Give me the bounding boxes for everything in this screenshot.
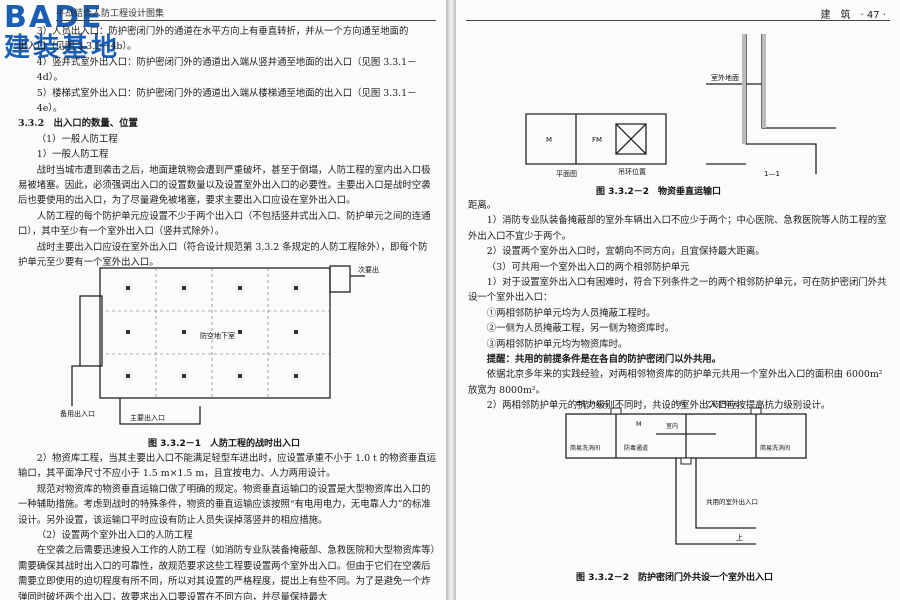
label-m-door: M (636, 420, 642, 428)
left-running-head: 平战结合人防工程设计图集 (56, 9, 165, 19)
list-item: ②一侧为人员掩蔽工程，另一侧为物资库时。 (486, 323, 675, 335)
label-gas-passage: 防毒通道 (624, 444, 648, 452)
label-indoor: 室内 (666, 422, 678, 430)
label-door-m: M (546, 136, 552, 144)
floor-plan-figure: 次要出入口 防空地下室 备用出入口 主要出入口 (60, 265, 380, 425)
label-door-fm: FM (592, 136, 602, 144)
figure-caption-2: 图 3.3.2－2 物资垂直运输口 (596, 187, 722, 197)
reminder-note: 提醒：共用的前提条件是在各自的防护密闭门以外共用。 (486, 354, 722, 366)
list-item: 1）对于设置室外出入口有困难时，符合下列条件之一的两个相邻防护单元，可在防护密闭… (468, 277, 887, 304)
subsection-heading: （1）一般人防工程 (36, 133, 118, 145)
vertical-transport-figure: 室外地面 M FM 吊环位置 平面图 1—1 (525, 34, 836, 178)
shared-entrance-figure: 甲防护单元 乙防护单元 FM M 简易洗消间 防毒通道 室内 简易洗消间 共用的… (565, 399, 807, 545)
list-item: ③两相邻防护单元均为物资库时。 (486, 338, 628, 350)
paragraph: 规范对物资库的物资垂直运输口做了明确的规定。物资垂直运输口的设置是大型物资库出入… (18, 483, 431, 526)
label-unit-b: 乙防护单元 (706, 399, 739, 408)
right-header-rule (466, 20, 890, 21)
label-outdoor-ground: 室外地面 (711, 73, 739, 82)
text-line: 5）楼梯式室外出入口：防护密闭门外的通道出入端从楼梯通至地面的出入口（见图 3.… (36, 87, 417, 115)
text-line: 4）竖井式室外出入口：防护密闭门外的通道出入端从竖井通至地面的出入口（见图 3.… (36, 56, 417, 84)
left-header-rule (56, 20, 436, 21)
left-text-top: 3）人员出入口：防护密闭门外的通道在水平方向上有垂直转折，并从一个方向通至地面的… (18, 24, 436, 271)
subsection-heading: （3）可共用一个室外出入口的两个相邻防护单元 (486, 261, 690, 273)
paragraph: 2）物资库工程，当其主要出入口不能满足轻型车进出时，应设置承重不小于 1.0 t… (18, 453, 437, 480)
label-shared-entrance: 共用的室外出入口 (706, 497, 758, 506)
label-backup-entrance: 备用出入口 (60, 409, 95, 418)
logo-text-chinese: 建装基地 (4, 33, 121, 63)
label-section-view: 1—1 (764, 170, 780, 178)
subsection-heading: （2）设置两个室外出入口的人防工程 (36, 530, 193, 542)
paragraph: 在空袭之后需要迅速投入工作的人防工程（如消防专业队装备掩蔽部、急救医院和大型物资… (18, 545, 436, 600)
label-main-entrance: 主要出入口 (130, 413, 165, 422)
paragraph: 人防工程的每个防护单元应设置不少于两个出入口（不包括竖井式出入口、防护单元之间的… (18, 210, 431, 238)
list-item: 1）消防专业队装备掩蔽部的室外车辆出入口不应少于两个；中心医院、急救医院等人防工… (468, 215, 887, 242)
subsection-item: 1）一般人防工程 (36, 149, 109, 161)
bade-logo: BADE 建装基地 (4, 0, 121, 63)
figure-caption-3: 图 3.3.2－2 防护密闭门外共设一个室外出入口 (576, 573, 774, 583)
text-line: 出入口（见图 3.3.1－4b）。 (18, 41, 137, 53)
left-page: BADE 建装基地 平战结合人防工程设计图集 3）人员出入口：防护密闭门外的通道… (0, 0, 446, 600)
book-gutter (446, 0, 456, 600)
label-secondary-entrance: 次要出入口 (358, 265, 380, 274)
list-item: 2）两相邻防护单元的抗力级别不同时，共设的室外出入口应按提高抗力级别设计。 (486, 400, 831, 412)
label-wash-room-left: 简易洗消间 (570, 444, 600, 452)
list-item: ①两相邻防护单元均为人员掩蔽工程时。 (486, 307, 656, 319)
label-hoist-position: 吊环位置 (618, 167, 646, 176)
paragraph: 战时主要出入口应设在室外出入口（符合设计规范第 3.3.2 条规定的人防工程除外… (18, 241, 428, 269)
left-text-bottom: 2）物资库工程，当其主要出入口不能满足轻型车进出时，应设置承重不小于 1.0 t… (18, 451, 436, 600)
right-text: 距离。 1）消防专业队装备掩蔽部的室外车辆出入口不应少于两个；中心医院、急救医院… (468, 198, 890, 414)
list-item: 依据北京多年来的实践经验，对两相邻物资库的防护单元共用一个室外出入口的面积由 6… (468, 369, 883, 396)
right-page: 建 筑 · 47 · 室外地面 M FM 吊环位置 平 (456, 0, 900, 600)
label-wash-room-right: 简易洗消间 (760, 444, 790, 452)
figure-caption-1: 图 3.3.2－1 人防工程的战时出入口 (148, 439, 301, 449)
list-item: 2）设置两个室外出入口时，宜朝向不同方向，且宜保持最大距离。 (486, 246, 765, 258)
label-up: 上 (736, 533, 743, 542)
right-running-head: 建 筑 · 47 · (820, 10, 886, 21)
label-fm-door: FM (676, 400, 685, 408)
text-line: 距离。 (468, 200, 497, 211)
logo-text-latin: BADE (4, 0, 104, 35)
label-unit-a: 甲防护单元 (576, 399, 609, 408)
label-plan-view: 平面图 (556, 170, 577, 178)
section-heading: 3.3.2 出入口的数量、位置 (18, 118, 138, 130)
label-basement: 防空地下室 (200, 331, 235, 340)
paragraph: 战时当城市遭到袭击之后，地面建筑物会遭到严重破坏，甚至于倒塌，人防工程的室内出入… (18, 164, 431, 207)
text-line: 3）人员出入口：防护密闭门外的通道在水平方向上有垂直转折，并从一个方向通至地面的 (36, 26, 409, 37)
